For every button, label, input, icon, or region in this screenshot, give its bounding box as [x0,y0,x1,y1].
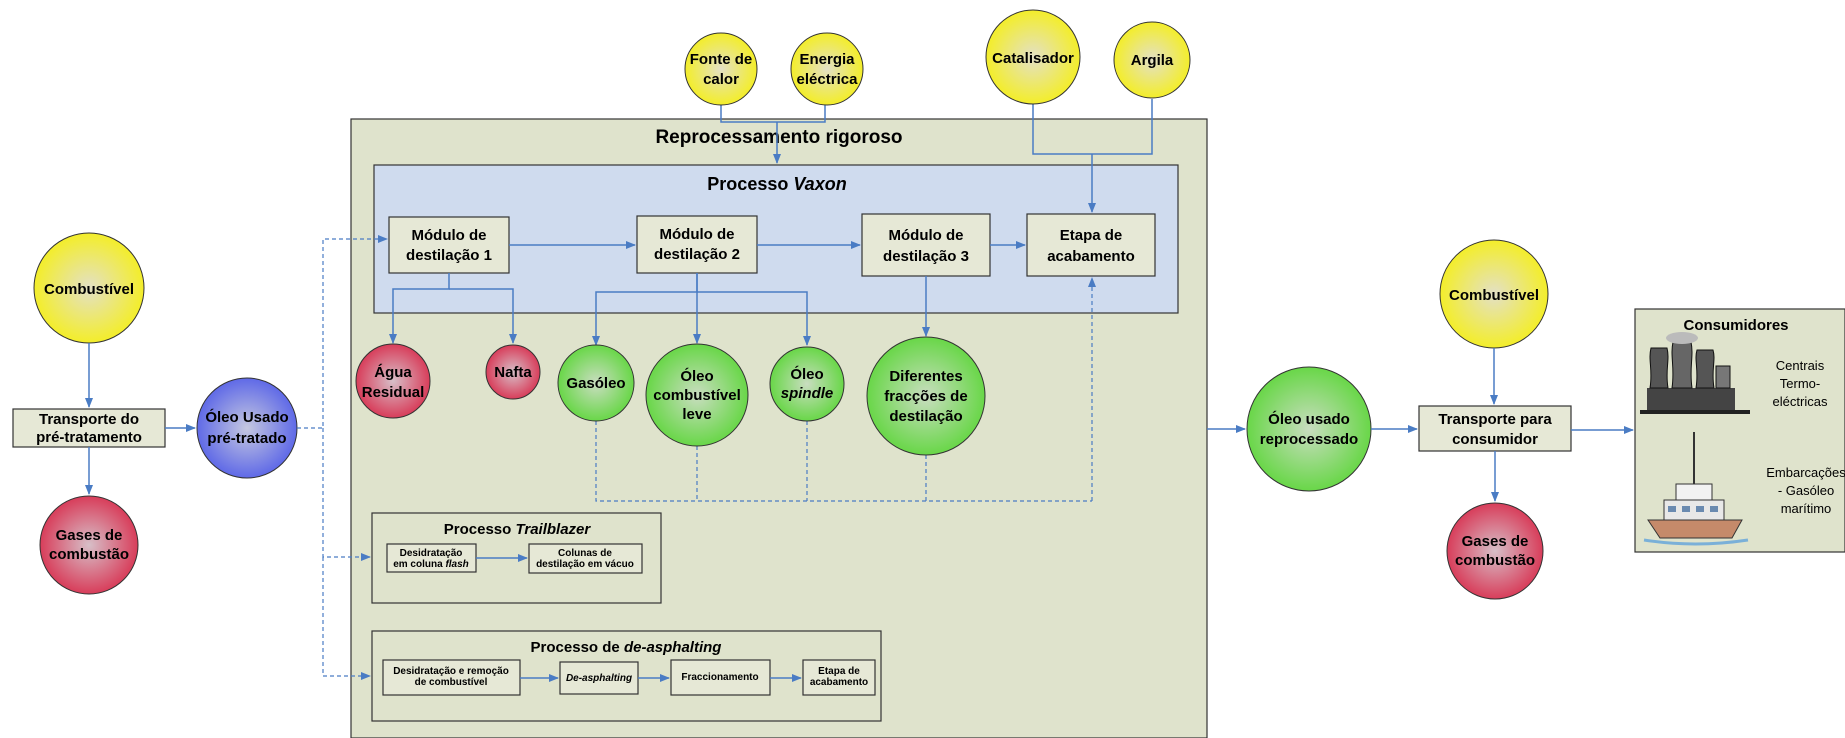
deasphalting-step4-line2: acabamento [810,677,868,688]
spindle-line1: Óleo [790,365,823,383]
right-fuel-label: Combustível [1449,287,1539,304]
deasphalting-title: Processo de de-asphalting [531,639,722,656]
trailblazer-step-vacuum-columns [528,543,643,574]
power-plant-icon [1640,332,1750,414]
pretreatment-transport-line2: pré-tratamento [36,429,142,446]
ships-line1: Embarcações [1766,465,1845,480]
distillation-module-3-label-line2: destilação 3 [883,248,969,265]
dashed-to-deasphalting [322,557,371,680]
deasphalting-step1-line1: Desidratação e remoção [393,666,509,677]
finishing-stage-label-line2: acabamento [1047,248,1135,265]
finishing-stage-label-line1: Etapa de [1060,227,1123,244]
fractions-line2: fracções de [884,388,967,405]
catalyst-circle [985,9,1081,105]
reprocessed-oil-line1: Óleo usado [1268,410,1350,428]
trailblazer-step2-line2: destilação em vácuo [536,559,634,570]
pretreatment-transport-box [12,408,166,448]
electric-energy-circle [790,32,864,106]
arrow-m1-naphtha [449,288,517,344]
power-plants-line3: eléctricas [1773,394,1828,409]
residual-water-line1: Água [374,364,412,381]
light-fuel-line3: leve [682,406,711,423]
light-fuel-line2: combustível [653,387,741,404]
fractions-line3: destilação [889,408,962,425]
right-combustion-gases-circle [1446,502,1544,600]
dashed-to-vaxon [297,235,388,429]
ships-line2: - Gasóleo [1778,483,1834,498]
power-plants-line1: Centrais [1776,358,1825,373]
trailblazer-step2-line1: Colunas de [558,548,612,559]
trailblazer-title: Processo Trailblazer [444,521,592,538]
pretreated-oil-line2: pré-tratado [207,430,286,447]
trailblazer-process-box [371,512,662,604]
vaxon-title: Processo Vaxon [707,174,846,194]
distillation-module-1 [388,216,510,274]
right-gases-line1: Gases de [1462,533,1529,550]
arrow-m2-spindle [697,291,811,346]
electric-energy-line1: Energia [799,51,855,68]
distillation-module-1-label-line1: Módulo de [412,227,487,244]
left-fuel-label: Combustível [44,281,134,298]
finishing-stage [1026,213,1156,277]
deasphalting-step-finishing [802,659,876,696]
deasphalting-step1-line2: de combustível [415,677,488,688]
reprocessed-oil-line2: reprocessado [1260,431,1358,448]
pretreated-oil-line1: Óleo Usado [205,408,288,426]
trailblazer-step1-line2: em coluna flash [393,559,469,570]
distillation-module-3 [861,213,991,277]
distillation-module-2-label-line2: destilação 2 [654,246,740,263]
trailblazer-step1-line1: Desidratação [400,548,463,559]
electric-energy-line2: eléctrica [797,71,859,88]
diesel-label: Gasóleo [566,375,625,392]
arrow-energy-inputs [720,102,826,163]
clay-label: Argila [1131,52,1174,69]
residual-water-line2: Residual [362,384,425,401]
left-gases-line2: combustão [49,546,129,563]
fractions-line1: Diferentes [889,368,962,385]
reprocessed-oil-circle [1246,366,1372,492]
heat-source-line1: Fonte de [690,51,753,68]
deasphalting-step-fractionation [670,659,771,696]
distillation-module-1-label-line2: destilação 1 [406,247,492,264]
ship-icon [1643,432,1749,546]
naphtha-circle [485,344,541,400]
distillation-fractions-circle [866,336,986,456]
consumers-title: Consumidores [1683,317,1788,334]
spindle-line2: spindle [781,385,834,402]
consumer-transport-line2: consumidor [1452,431,1538,448]
main-title: Reprocessamento rigoroso [655,127,902,148]
light-fuel-line1: Óleo [680,367,713,385]
spindle-oil-circle [769,346,845,422]
catalyst-label: Catalisador [992,50,1074,67]
left-combustion-gases-circle [39,495,139,595]
pretreated-oil-circle [196,377,298,479]
consumer-transport-line1: Transporte para [1438,411,1552,428]
light-fuel-oil-circle [645,343,749,447]
deasphalting-step-deasphalting [559,661,639,695]
deasphalting-step2-label: De-asphalting [566,673,632,684]
consumer-transport-box [1418,405,1572,452]
distillation-module-3-label-line1: Módulo de [889,227,964,244]
arrow-catalyst-inputs [1032,99,1153,212]
distillation-module-2 [636,215,758,274]
pretreatment-transport-line1: Transporte do [39,411,139,428]
deasphalting-step-dehydration [382,659,521,696]
right-gases-line2: combustão [1455,552,1535,569]
heat-source-line2: calor [703,71,739,88]
left-gases-line1: Gases de [56,527,123,544]
deasphalting-process-box [371,630,882,722]
deasphalting-step4-line1: Etapa de [818,666,860,677]
dashed-recycle-to-finishing [595,278,1092,502]
diesel-circle [557,344,635,422]
distillation-module-2-label-line1: Módulo de [660,226,735,243]
naphtha-label: Nafta [494,364,532,381]
deasphalting-step3-label: Fraccionamento [681,672,758,683]
heat-source-circle [684,32,758,106]
ships-line3: marítimo [1781,501,1832,516]
power-plants-line2: Termo- [1780,376,1820,391]
arrow-m1-water [389,273,450,344]
clay-circle [1113,21,1191,99]
residual-water-circle [355,343,431,419]
